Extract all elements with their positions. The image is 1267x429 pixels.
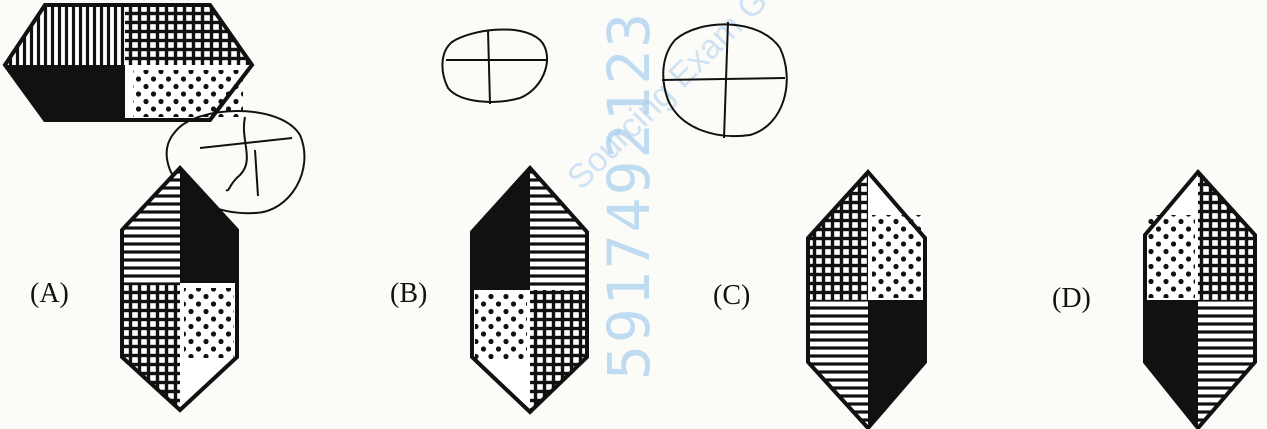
- option-d-label[interactable]: (D): [1052, 283, 1091, 315]
- question-figure: [5, 5, 252, 120]
- option-a-figure[interactable]: [122, 168, 237, 410]
- option-b-figure[interactable]: [472, 168, 587, 412]
- option-d-figure[interactable]: [1145, 172, 1255, 428]
- option-c-figure[interactable]: [808, 172, 925, 428]
- option-a-label[interactable]: (A): [30, 278, 69, 310]
- option-b-label[interactable]: (B): [390, 278, 427, 310]
- option-c-label[interactable]: (C): [713, 280, 750, 312]
- pen-scribbles: [167, 22, 787, 213]
